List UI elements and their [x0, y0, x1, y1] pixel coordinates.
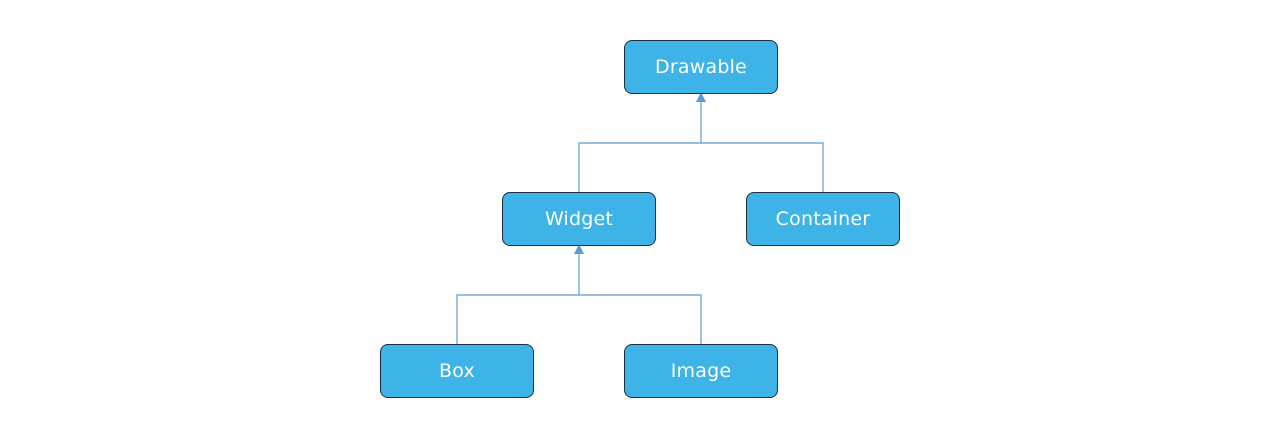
node-container: Container [746, 192, 900, 246]
node-label-widget: Widget [544, 208, 614, 230]
node-image: Image [624, 344, 778, 398]
node-drawable: Drawable [624, 40, 778, 94]
node-label-image: Image [670, 360, 732, 382]
connector-widget-to-drawable [578, 142, 701, 192]
node-box: Box [380, 344, 534, 398]
connector-box-to-widget [456, 294, 579, 344]
connector-image-to-widget [579, 294, 702, 344]
node-label-box: Box [439, 360, 475, 382]
connector-container-to-drawable [701, 142, 824, 192]
node-label-container: Container [775, 208, 871, 230]
node-widget: Widget [502, 192, 656, 246]
node-label-drawable: Drawable [655, 56, 747, 78]
